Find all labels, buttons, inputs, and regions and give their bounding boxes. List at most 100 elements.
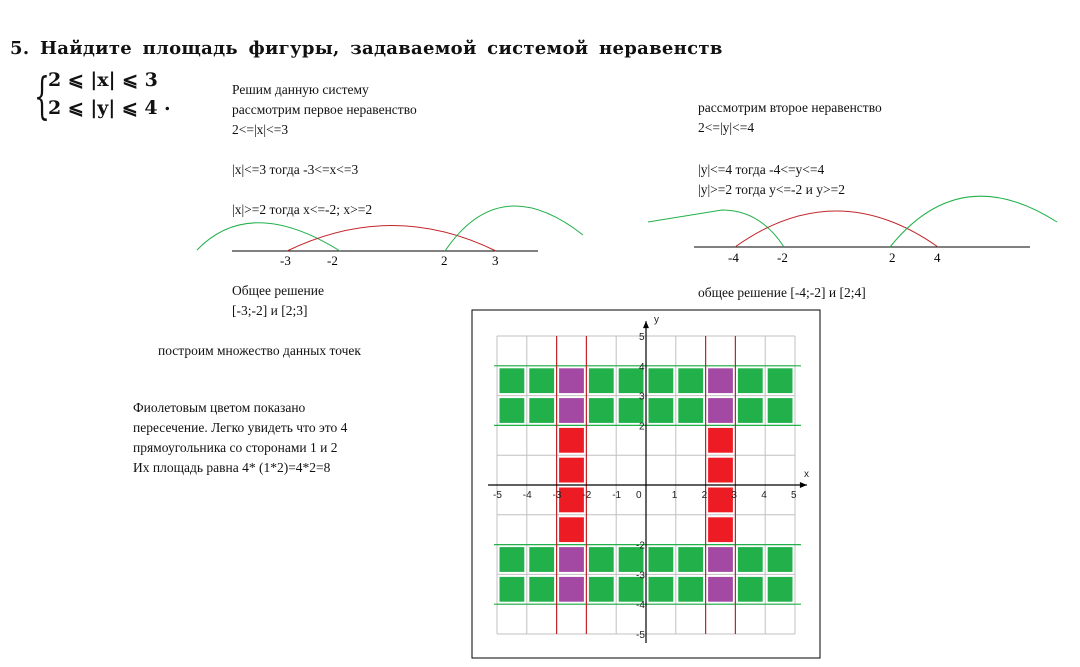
x-axis-label: x [804,469,809,480]
green-cell [767,576,793,602]
red-cell [559,517,584,543]
y-tick-label: 2 [639,421,645,432]
build-text: построим множество данных точек [158,343,361,358]
green-cell [648,547,674,572]
nl-label: 2 [889,250,896,265]
green-arc-left [647,209,785,248]
green-cell [529,547,555,572]
inequality-2: 2 ⩽ |y| ⩽ 4 [48,97,158,119]
red-cell [708,457,733,483]
nl-label: 3 [492,253,499,268]
green-cell [588,576,614,602]
x-tick-label: 4 [761,490,767,501]
green-cell [499,398,525,423]
green-cell [618,547,644,572]
explanation-line-4: Их площадь равна 4* (1*2)=4*2=8 [133,460,331,475]
green-cell [588,547,614,572]
green-cell [767,398,793,423]
nl-label: -3 [280,253,291,268]
y-tick-label: 4 [639,362,645,373]
green-arc-right [444,205,584,252]
x-tick-label: 1 [672,490,678,501]
red-cell [708,517,733,543]
y-tick-label: -2 [636,541,645,552]
intersection-cell [708,398,733,423]
green-cell [588,368,614,394]
right-line-4: |y|>=2 тогда y<=-2 и y>=2 [698,182,846,197]
nl-label: 2 [441,253,448,268]
explanation-line-1: Фиолетовым цветом показано [133,400,306,415]
green-cell [767,547,793,572]
intersection-cell [559,398,584,423]
green-cell [529,398,555,423]
left-general-value: [-3;-2] и [2;3] [232,303,308,318]
left-line-5: |x|>=2 тогда x<=-2; x>=2 [232,202,373,217]
x-tick-label: 3 [731,490,737,501]
intersection-cell [559,547,584,572]
number-line-y: -4 -2 2 4 [647,195,1058,265]
x-axis-arrow-icon [799,482,807,488]
intersection-cell [708,547,733,572]
inequality-1: 2 ⩽ |x| ⩽ 3 [48,69,158,91]
green-cell [529,368,555,394]
green-arc-left [196,222,341,252]
green-cell [648,576,674,602]
inequality-system: { 2 ⩽ |x| ⩽ 3 2 ⩽ |y| ⩽ 4 . [34,68,214,124]
y-tick-label: -3 [636,570,645,581]
left-line-4: |x|<=3 тогда -3<=x<=3 [232,162,359,177]
green-cell [737,368,763,394]
right-line-1: рассмотрим второе неравенство [698,100,882,115]
right-line-3: |y|<=4 тогда -4<=y<=4 [698,162,825,177]
nl-label: 4 [934,250,941,265]
y-tick-label: 3 [639,392,645,403]
intersection-cell [559,576,584,602]
green-cell [678,368,704,394]
right-line-2: 2<=|y|<=4 [698,120,755,135]
y-axis-arrow-icon [643,321,649,329]
green-cell [529,576,555,602]
green-cell [678,576,704,602]
number-line-x: -3 -2 2 3 [196,205,584,268]
x-tick-label: 5 [791,490,797,501]
y-tick-label: -5 [636,630,645,641]
left-line-2: рассмотрим первое неравенство [232,102,417,117]
green-cell [767,368,793,394]
left-general-label: Общее решение [232,283,324,298]
nl-label: -2 [777,250,788,265]
nl-label: -2 [327,253,338,268]
intersection-cell [708,576,733,602]
green-cell [618,576,644,602]
right-general: общее решение [-4;-2] и [2;4] [698,285,866,300]
green-cell [618,398,644,423]
green-arc-right [889,195,1058,248]
x-tick-label: -3 [553,490,562,501]
nl-label: -4 [728,250,739,265]
explanation-line-2: пересечение. Легко увидеть что это 4 [133,420,348,435]
intersection-cell [708,368,733,394]
system-dot: . [164,93,171,115]
green-cell [499,576,525,602]
x-tick-label: 2 [702,490,708,501]
red-cell [708,487,733,513]
problem-title: 5. Найдите площадь фигуры, задаваемой си… [10,38,723,59]
green-cell [618,368,644,394]
system-brace: { [34,67,50,125]
green-cell [588,398,614,423]
green-cell [648,368,674,394]
left-line-3: 2<=|x|<=3 [232,122,289,137]
green-cell [737,576,763,602]
green-cell [499,368,525,394]
x-tick-label: -2 [582,490,591,501]
red-arc [286,225,497,252]
x-tick-label: -5 [493,490,502,501]
red-cell [559,427,584,453]
explanation-line-3: прямоугольника со сторонами 1 и 2 [133,440,338,455]
green-cell [499,547,525,572]
green-cell [678,398,704,423]
y-axis-label: y [654,315,659,326]
y-tick-label: -4 [636,600,645,611]
red-cell [559,457,584,483]
